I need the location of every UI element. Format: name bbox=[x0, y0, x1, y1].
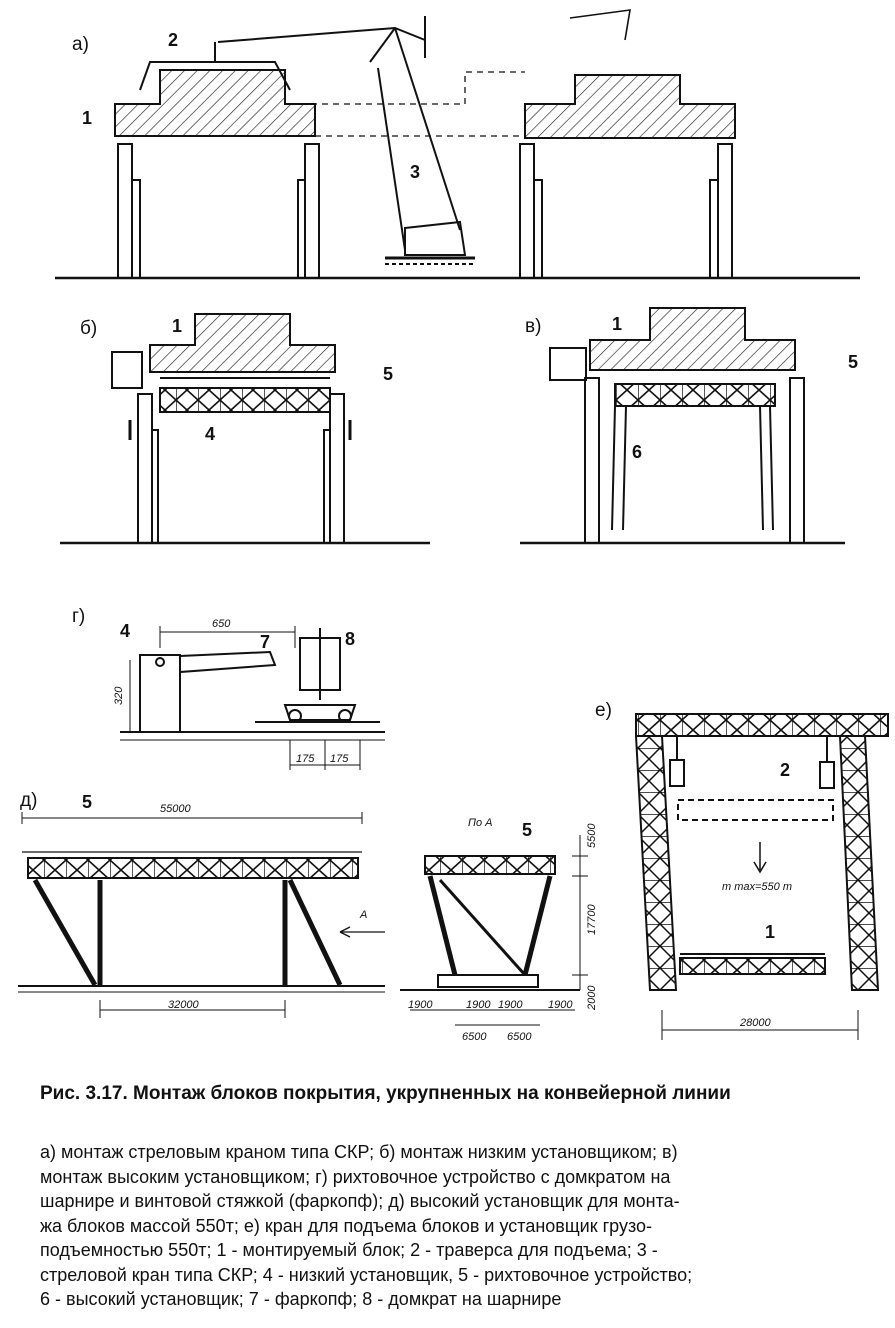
dim-32000: 32000 bbox=[168, 999, 199, 1011]
callout-2-e: 2 bbox=[780, 760, 790, 780]
callout-7-g: 7 bbox=[260, 632, 270, 652]
dim-1900d: 1900 bbox=[548, 999, 573, 1011]
dim-6500a: 6500 bbox=[462, 1031, 487, 1043]
caption-line-5: подъемностью 550т; 1 - монтируемый блок;… bbox=[40, 1240, 658, 1260]
panel-d-side bbox=[18, 812, 385, 1018]
callout-8-g: 8 bbox=[345, 629, 355, 649]
dim-6500b: 6500 bbox=[507, 1031, 532, 1043]
callout-1-a: 1 bbox=[82, 108, 92, 128]
dim-175a: 175 bbox=[296, 753, 315, 765]
panel-label-a: а) bbox=[72, 34, 89, 55]
callout-5-b: 5 bbox=[383, 364, 393, 384]
panel-v bbox=[520, 307, 845, 545]
callout-4-g: 4 bbox=[120, 621, 130, 641]
dim-1900c: 1900 bbox=[498, 999, 523, 1011]
dim-320: 320 bbox=[113, 686, 125, 705]
dim-28000: 28000 bbox=[739, 1017, 771, 1029]
callout-1-b: 1 bbox=[172, 316, 182, 336]
callout-5-d: 5 bbox=[82, 792, 92, 812]
figure-drawing: а) 1 2 3 б) 1 5 4 в) 1 5 6 bbox=[18, 9, 889, 1043]
callout-5-d2: 5 bbox=[522, 820, 532, 840]
dim-55000: 55000 bbox=[160, 803, 191, 815]
panel-label-g: г) bbox=[72, 606, 85, 627]
panel-g bbox=[120, 626, 385, 770]
caption-line-7: 6 - высокий установщик; 7 - фаркопф; 8 -… bbox=[40, 1289, 562, 1309]
callout-2-a: 2 bbox=[168, 30, 178, 50]
callout-5-v: 5 bbox=[848, 352, 858, 372]
dim-17700: 17700 bbox=[586, 904, 598, 935]
technical-figure: а) 1 2 3 б) 1 5 4 в) 1 5 6 bbox=[18, 9, 889, 1043]
view-arrow-a: A bbox=[359, 909, 367, 921]
dim-1900b: 1900 bbox=[466, 999, 491, 1011]
callout-6-v: 6 bbox=[632, 442, 642, 462]
panel-a bbox=[55, 9, 860, 280]
dim-175b: 175 bbox=[330, 753, 349, 765]
dim-5500: 5500 bbox=[586, 823, 598, 848]
dim-2000: 2000 bbox=[586, 985, 598, 1011]
panel-b bbox=[60, 313, 430, 545]
panel-label-v: в) bbox=[525, 316, 541, 337]
figure-caption-title: Рис. 3.17. Монтаж блоков покрытия, укруп… bbox=[40, 1083, 731, 1104]
caption-line-4: жа блоков массой 550т; е) кран для подъе… bbox=[40, 1215, 653, 1236]
panel-label-d: д) bbox=[20, 790, 37, 811]
caption-line-3: шарнире и винтовой стяжкой (фаркопф); д)… bbox=[40, 1191, 680, 1211]
caption-line-6: стреловой кран типа СКР; 4 - низкий уста… bbox=[40, 1264, 693, 1285]
panel-e bbox=[635, 713, 889, 1040]
callout-1-e: 1 bbox=[765, 922, 775, 942]
panel-label-e: е) bbox=[595, 700, 612, 721]
caption-line-1: а) монтаж стреловым краном типа СКР; б) … bbox=[40, 1142, 678, 1162]
panel-label-b: б) bbox=[80, 318, 97, 339]
callout-3-a: 3 bbox=[410, 162, 420, 182]
dim-650: 650 bbox=[212, 618, 231, 630]
panel-d-section bbox=[400, 835, 588, 1026]
callout-1-v: 1 bbox=[612, 314, 622, 334]
mass-label: m max=550 т bbox=[722, 881, 792, 893]
dim-1900a: 1900 bbox=[408, 999, 433, 1011]
caption-line-2: монтаж высоким установщиком; г) рихтовоч… bbox=[40, 1166, 671, 1187]
figure-caption-body: а) монтаж стреловым краном типа СКР; б) … bbox=[40, 1140, 890, 1312]
view-label: По А bbox=[468, 817, 492, 829]
callout-4-b: 4 bbox=[205, 424, 215, 444]
